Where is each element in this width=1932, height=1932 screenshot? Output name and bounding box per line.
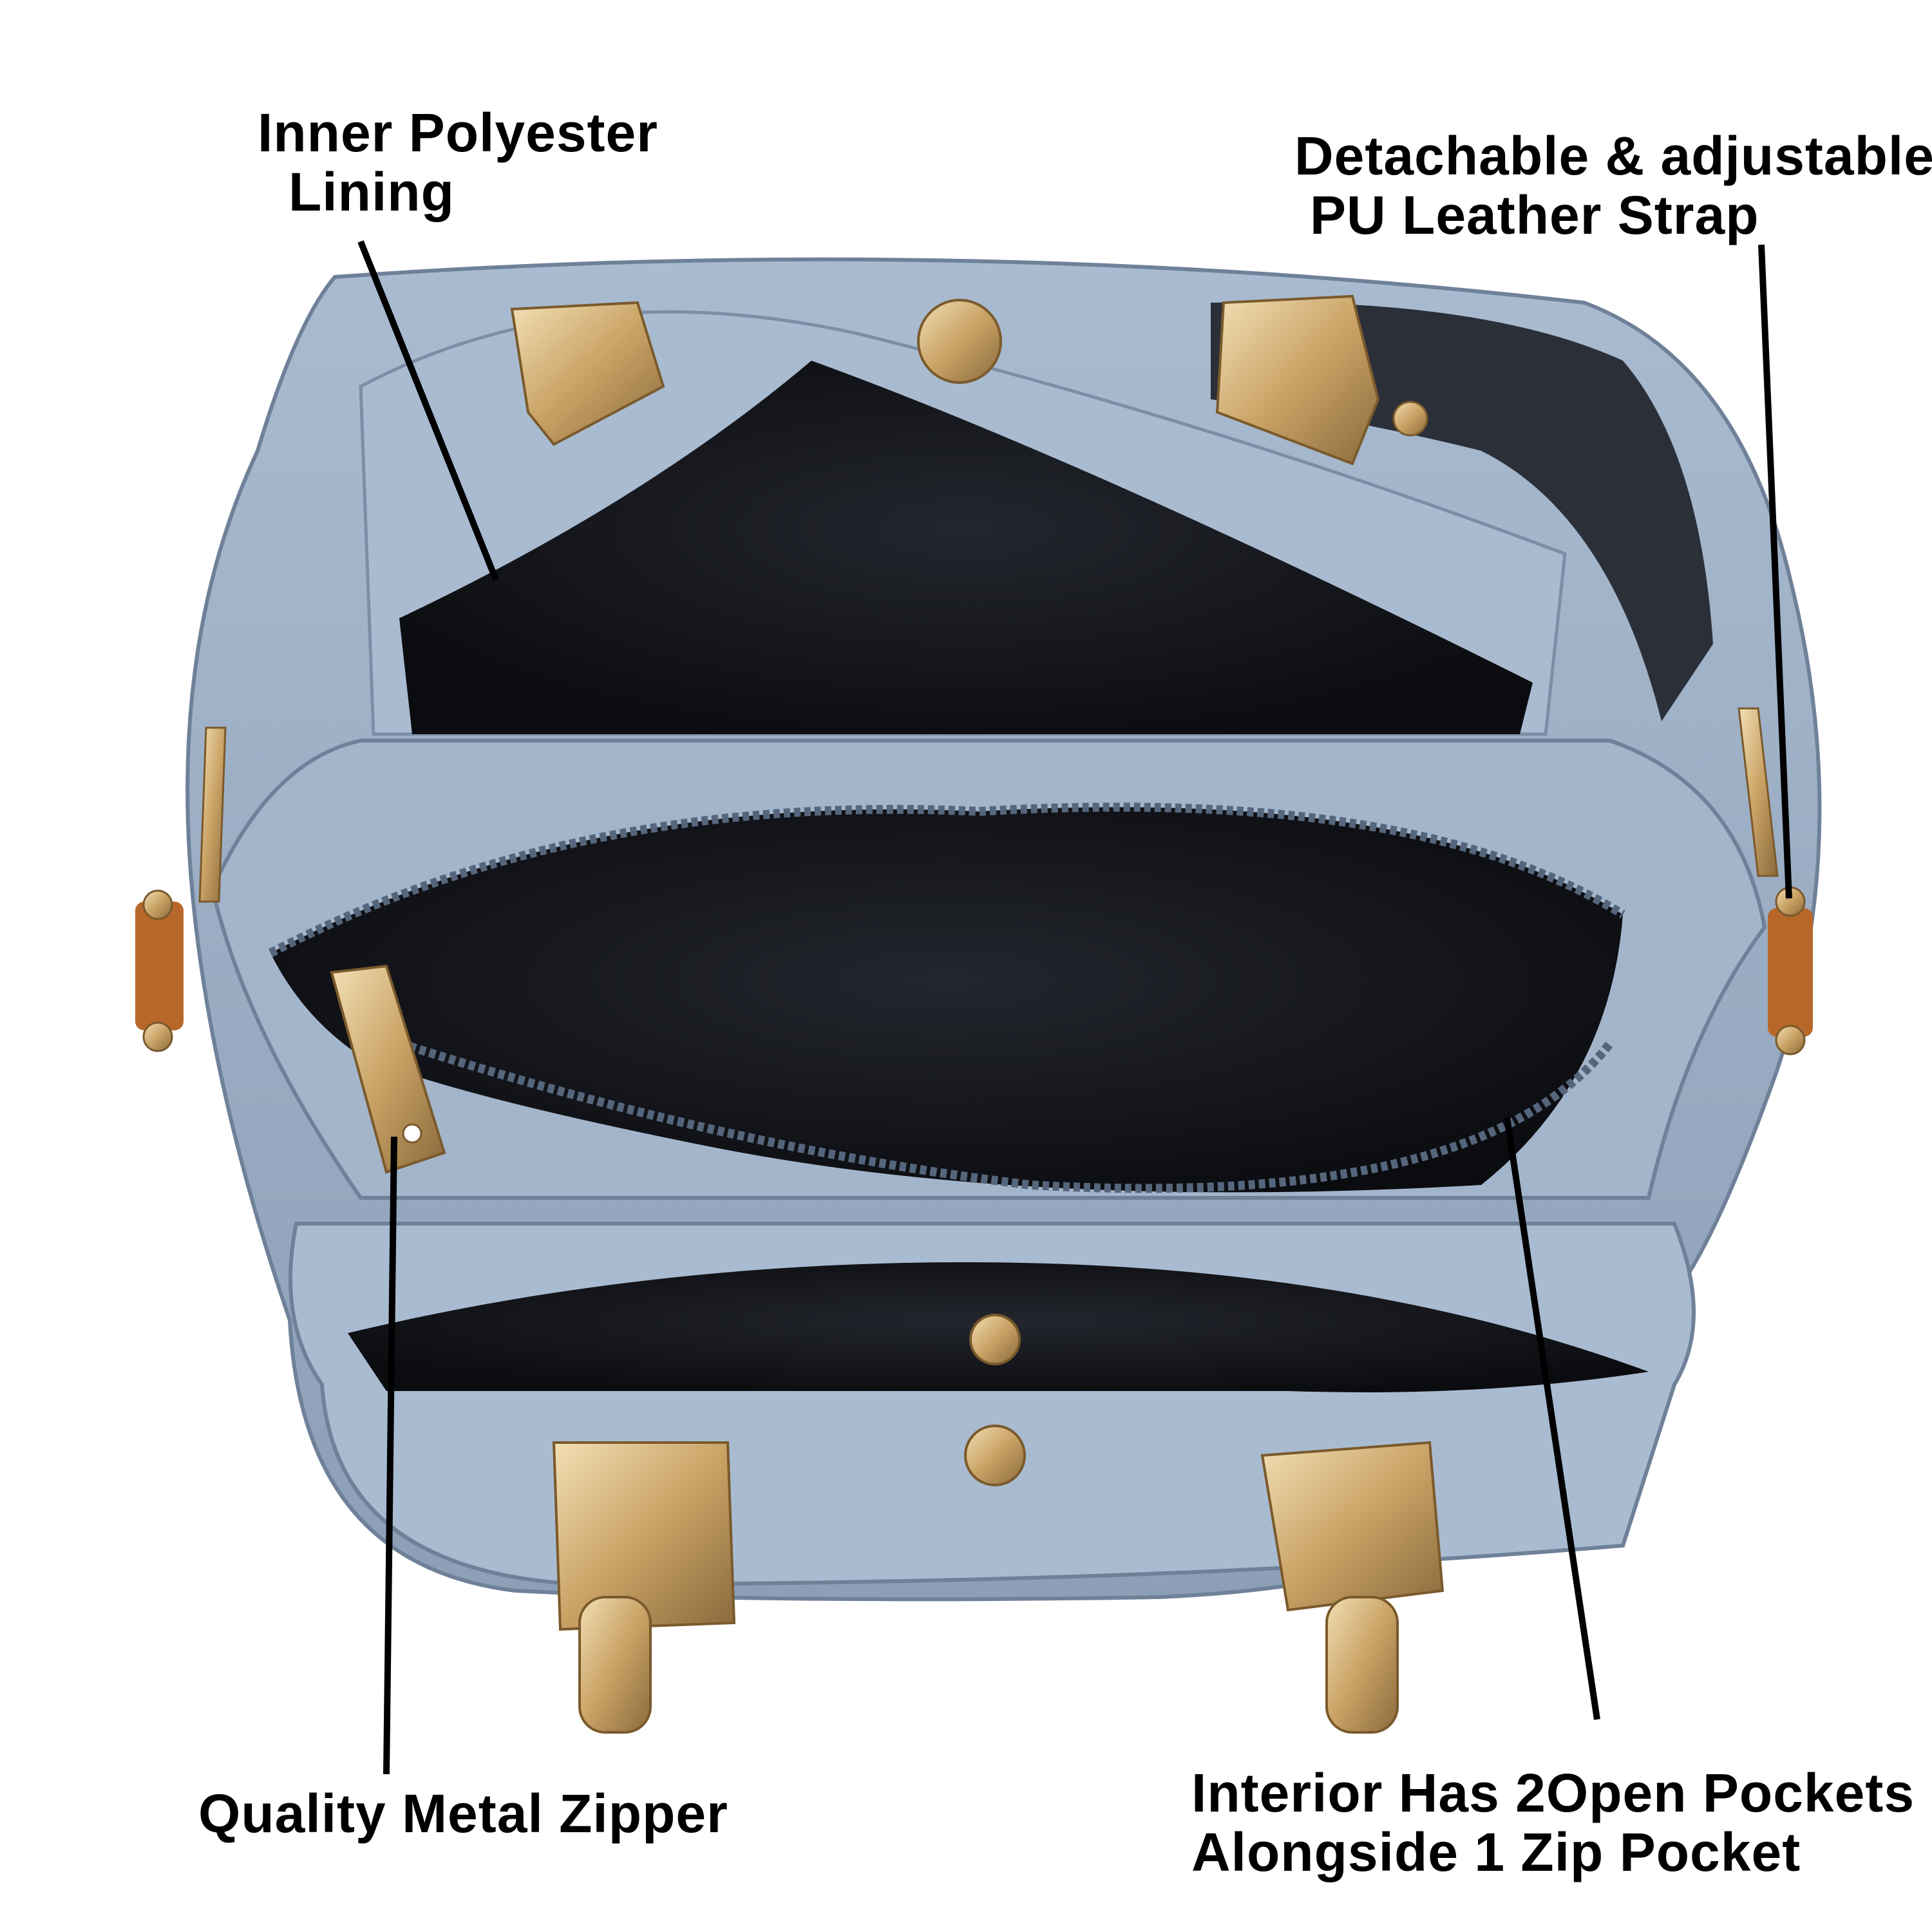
callout-inner-lining-line1: Inner Polyester [258,102,658,163]
callout-strap: Detachable & adjustable PU Leather Strap [1294,126,1932,245]
handle-hardware [510,294,1444,1734]
callout-inner-lining: Inner Polyester Lining [258,103,658,222]
callout-strap-line2: PU Leather Strap [1310,185,1759,245]
pointer-lines [357,240,1792,1775]
side-strap-clips [135,707,1813,1056]
callout-pockets-line2: Alongside 1 Zip Pocket [1191,1822,1801,1882]
zipper-pull [330,964,446,1174]
pointer-strap [1758,244,1792,899]
pointer-lining [357,240,499,581]
callout-metal-zipper: Quality Metal Zipper [198,1784,728,1843]
callout-pockets-line1: Interior Has 2Open Pockets [1191,1763,1915,1823]
middle-divider [210,739,1767,1200]
callout-metal-zipper-line1: Quality Metal Zipper [198,1783,728,1844]
pointer-zipper [383,1136,397,1775]
callout-inner-lining-line2: Lining [289,162,455,222]
callout-strap-line1: Detachable & adjustable [1294,126,1932,186]
callout-pockets: Interior Has 2Open Pockets Alongside 1 Z… [1191,1763,1915,1882]
pointer-pockets [1504,1117,1600,1720]
front-compartment [289,1222,1696,1587]
top-snap-button [917,299,1428,437]
